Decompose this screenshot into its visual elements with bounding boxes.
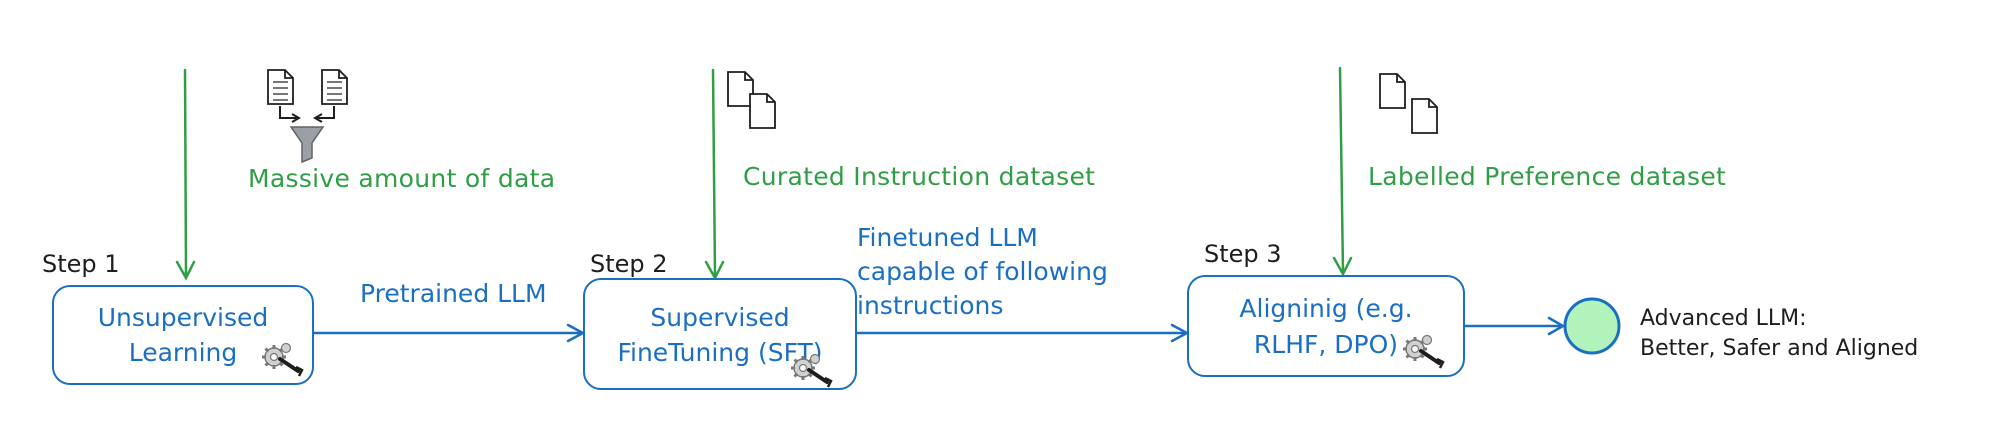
step-box-line2: Learning [128, 338, 238, 367]
stacked-documents-icon [1379, 73, 1438, 134]
flow-arrow-output [1463, 316, 1566, 336]
input-arrow-step3 [1332, 66, 1353, 277]
step-box-line1: Unsupervised [97, 303, 269, 332]
step-label-3: Step 3 [1204, 240, 1282, 268]
input-label-curated-dataset: Curated Instruction dataset [743, 162, 1096, 191]
input-label-massive-data: Massive amount of data [248, 164, 556, 193]
input-arrow-step2 [704, 68, 725, 281]
step-box-supervised-finetuning: Supervised FineTuning (SFT) [583, 278, 857, 390]
step-box-line1: Aligninig (e.g. [1239, 294, 1413, 323]
edge-label-finetuned-line3: instructions [857, 291, 1004, 320]
edge-label-finetuned-line2: capable of following [857, 257, 1108, 286]
gear-wrench-icon [1401, 333, 1445, 370]
edge-label-finetuned-line1: Finetuned LLM [857, 223, 1038, 252]
step-label-2: Step 2 [590, 250, 668, 278]
input-arrow-step1 [175, 68, 196, 281]
stacked-documents-icon [727, 71, 776, 129]
output-label-line2: Better, Safer and Aligned [1640, 336, 1919, 361]
input-label-preference-dataset: Labelled Preference dataset [1368, 162, 1727, 191]
step-box-line2: RLHF, DPO) [1253, 330, 1399, 359]
end-circle-icon [1563, 297, 1621, 355]
step-label-1: Step 1 [42, 250, 120, 278]
filter-funnel-documents-icon [267, 69, 348, 164]
flow-arrow-pretrained [312, 323, 586, 343]
step-box-line2: FineTuning (SFT) [617, 338, 823, 367]
step-box-unsupervised-learning: Unsupervised Learning [52, 285, 314, 385]
flow-arrow-finetuned [855, 323, 1190, 343]
step-box-aligning: Aligninig (e.g. RLHF, DPO) [1187, 275, 1465, 377]
step-box-line1: Supervised [650, 303, 790, 332]
output-label-line1: Advanced LLM: [1640, 306, 1807, 331]
gear-wrench-icon [260, 341, 304, 378]
gear-wrench-icon [789, 352, 833, 389]
edge-label-pretrained-llm: Pretrained LLM [360, 279, 547, 308]
